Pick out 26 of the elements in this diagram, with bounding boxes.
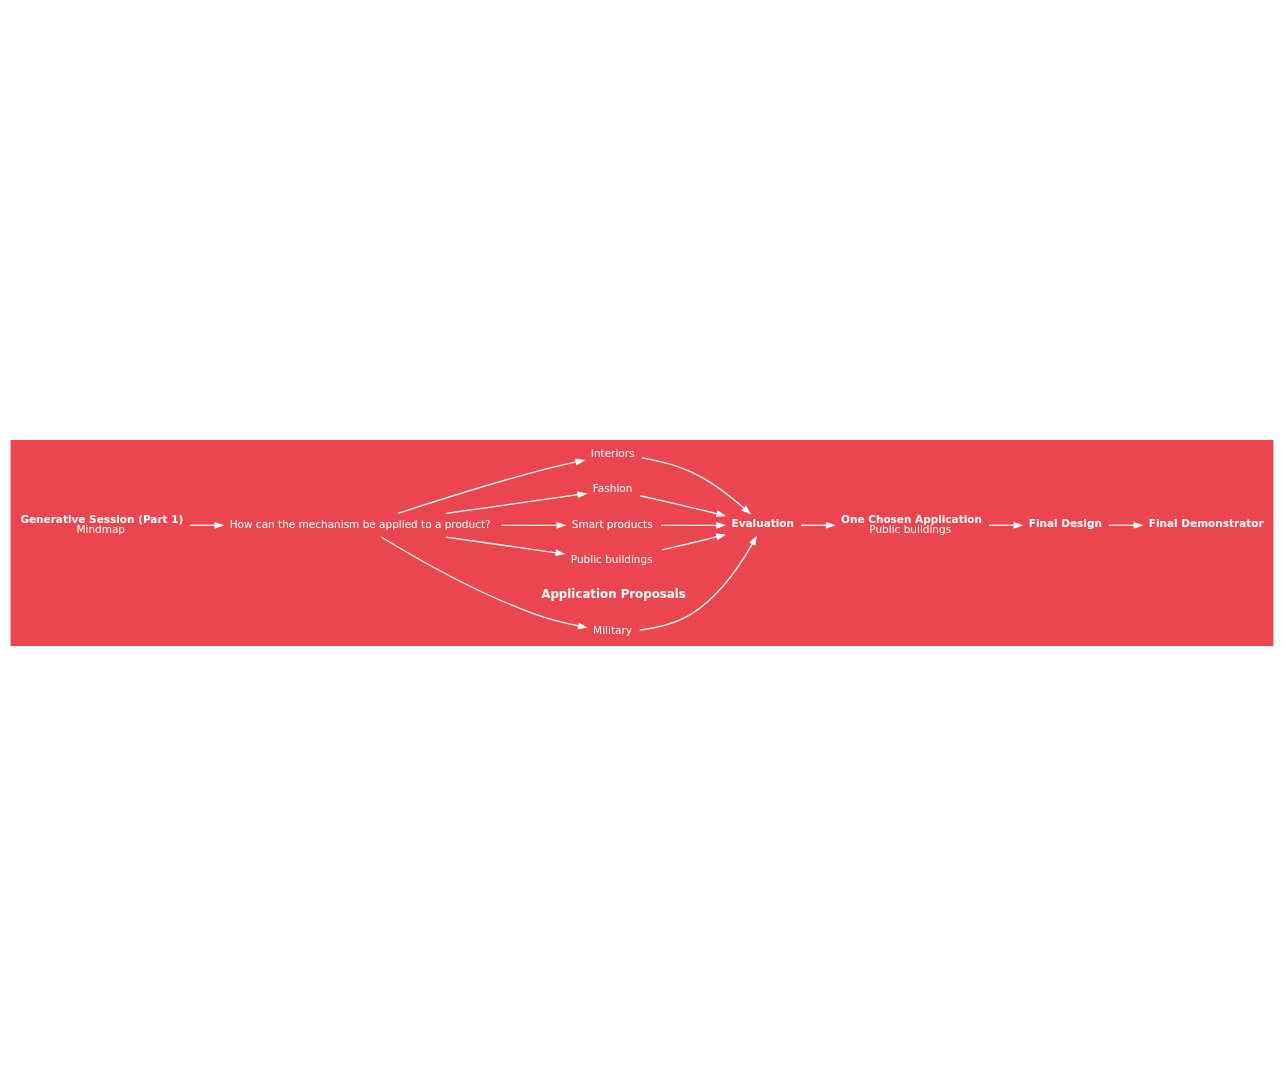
node-text: One Chosen Application Public buildings <box>841 512 982 535</box>
arrow <box>445 535 566 556</box>
node-text: Generative Session (Part 1) Mindmap <box>20 512 184 535</box>
arrow <box>660 521 727 529</box>
arrow <box>380 536 588 629</box>
node-text: Public buildings <box>570 552 653 565</box>
node-text: Interiors <box>590 446 635 459</box>
node-text: How can the mechanism be applied to a product? <box>229 517 491 530</box>
arrow <box>661 533 727 551</box>
arrow <box>397 458 586 514</box>
arrow <box>639 534 758 631</box>
node-text: Military <box>593 623 632 636</box>
arrow <box>639 494 727 517</box>
arrow <box>800 521 836 529</box>
arrow <box>500 521 567 529</box>
node-text: Final Design <box>1028 516 1102 529</box>
arrow <box>988 521 1024 529</box>
arrow <box>445 490 588 514</box>
node-text: Smart products <box>571 517 653 530</box>
arrow <box>1108 521 1144 529</box>
arrow <box>189 521 225 529</box>
node-text: Fashion <box>592 481 633 494</box>
node-text: Evaluation <box>731 516 795 529</box>
label: Application Proposals <box>541 586 686 601</box>
arrow <box>641 456 752 515</box>
node-text: Final Demonstrator <box>1148 516 1264 529</box>
